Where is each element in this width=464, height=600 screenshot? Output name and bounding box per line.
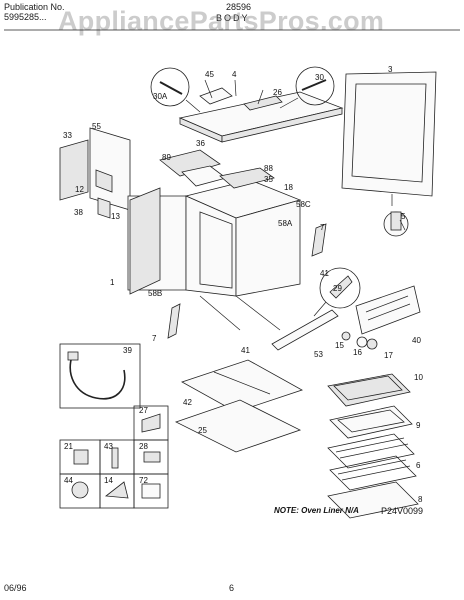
- part-label-72: 72: [139, 476, 148, 485]
- part-label-30a: 30A: [153, 92, 168, 101]
- part-label-3: 3: [388, 65, 393, 74]
- footer-date: 06/96: [4, 583, 27, 593]
- wiring-harness-box: [59, 343, 141, 409]
- oven-bottom-25: [174, 399, 302, 453]
- oven-rack-upper: [327, 433, 415, 469]
- part-label-13: 13: [111, 212, 120, 221]
- part-label-33: 33: [63, 131, 72, 140]
- callout-30: [279, 66, 335, 109]
- oven-rack-lower: [329, 455, 417, 491]
- part-label-18: 18: [284, 183, 293, 192]
- oven-liner-note: NOTE: Oven Liner N/A: [274, 506, 359, 515]
- part-label-44: 44: [64, 476, 73, 485]
- part-label-39: 39: [123, 346, 132, 355]
- part-label-58c: 58C: [296, 200, 311, 209]
- bracket-40: [355, 285, 421, 335]
- part-label-29: 29: [333, 284, 342, 293]
- part-label-41b: 41: [241, 346, 250, 355]
- part-label-17: 17: [384, 351, 393, 360]
- door-hinges: [167, 223, 327, 339]
- callout-30a: [150, 67, 201, 113]
- publication-number: 5995285...: [4, 12, 47, 22]
- part-label-9: 9: [416, 421, 421, 430]
- part-label-58a: 58A: [278, 219, 293, 228]
- footer-page: 6: [229, 583, 235, 593]
- part-label-1: 1: [110, 278, 115, 287]
- small-parts-grid: [59, 405, 169, 509]
- part-label-28: 28: [139, 442, 148, 451]
- part-label-55: 55: [92, 122, 101, 131]
- part-label-58b: 58B: [148, 289, 162, 298]
- part-label-15: 15: [335, 341, 344, 350]
- watermark: AppliancePartsPros.com: [58, 6, 385, 36]
- back-panel: [59, 127, 131, 219]
- part-label-27: 27: [139, 406, 148, 415]
- part-label-35: 35: [264, 175, 273, 184]
- part-label-26: 26: [273, 88, 282, 97]
- oven-liner: [327, 481, 419, 519]
- part-label-10: 10: [414, 373, 423, 382]
- figure-code: P24V0099: [381, 506, 423, 516]
- part-label-38: 38: [74, 208, 83, 217]
- part-label-42: 42: [183, 398, 192, 407]
- part-label-16: 16: [353, 348, 362, 357]
- trim-53: [271, 309, 339, 351]
- part-label-14: 14: [104, 476, 113, 485]
- part-labels: 45 4 30 30A 26 3 33 55 36 89 88 35 12 18…: [63, 65, 423, 504]
- oven-bottom-42: [181, 359, 303, 413]
- top-cover-assembly: [178, 79, 344, 143]
- part-label-6: 6: [416, 461, 421, 470]
- part-label-8: 8: [418, 495, 423, 504]
- oven-door: [341, 71, 437, 237]
- section-title: BODY: [216, 13, 250, 23]
- publication-label: Publication No.: [4, 2, 65, 12]
- broiler-pan-insert: [327, 373, 411, 407]
- part-label-89: 89: [162, 153, 171, 162]
- knobs-15-16-17: [341, 331, 378, 350]
- part-label-30: 30: [315, 73, 324, 82]
- part-label-36: 36: [196, 139, 205, 148]
- broiler-pan: [329, 405, 413, 439]
- part-label-88: 88: [264, 164, 273, 173]
- part-label-25: 25: [198, 426, 207, 435]
- part-label-45: 45: [205, 70, 214, 79]
- part-label-5: 5: [401, 212, 406, 221]
- part-label-12: 12: [75, 185, 84, 194]
- part-label-53: 53: [314, 350, 323, 359]
- callout-29: [313, 267, 361, 317]
- part-label-21: 21: [64, 442, 73, 451]
- part-label-4: 4: [232, 70, 237, 79]
- model-code: 28596: [226, 2, 252, 12]
- part-label-43: 43: [104, 442, 113, 451]
- part-label-7a: 7: [320, 223, 325, 232]
- part-label-41a: 41: [320, 269, 329, 278]
- part-label-7b: 7: [152, 334, 157, 343]
- oven-body: [127, 149, 302, 331]
- part-label-40: 40: [412, 336, 421, 345]
